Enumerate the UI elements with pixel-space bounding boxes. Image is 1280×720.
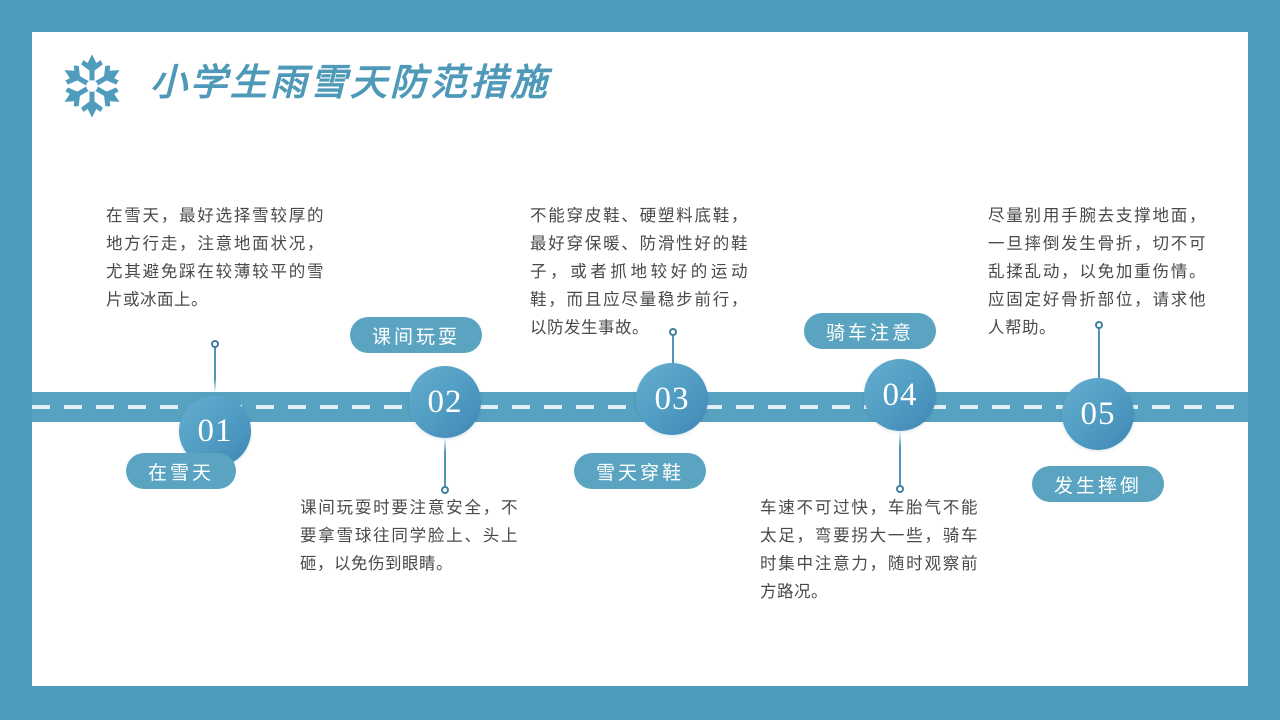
node-text-05: 尽量别用手腕去支撑地面，一旦摔倒发生骨折，切不可乱揉乱动，以免加重伤情。应固定好… <box>988 206 1206 337</box>
slide-header: 小学生雨雪天防范措施 <box>32 32 1248 136</box>
slide-canvas: 小学生雨雪天防范措施 在雪天，最好选择雪较厚的地方行走，注意地面状况，尤其避免踩… <box>32 32 1248 686</box>
node-pill-02[interactable]: 课间玩耍 <box>350 317 483 353</box>
node-number-04[interactable]: 04 <box>864 359 936 431</box>
node-pin-04 <box>896 431 904 493</box>
pin-dot <box>211 340 219 348</box>
node-pin-01 <box>211 340 219 392</box>
node-number-03[interactable]: 03 <box>636 363 708 435</box>
pin-stem <box>214 344 216 392</box>
node-number-05[interactable]: 05 <box>1062 378 1134 450</box>
pin-stem <box>1098 325 1100 409</box>
node-text-02: 课间玩耍时要注意安全，不要拿雪球往同学脸上、头上砸，以免伤到眼睛。 <box>300 498 518 573</box>
pin-dot <box>441 486 449 494</box>
node-text-03: 不能穿皮鞋、硬塑料底鞋，最好穿保暖、防滑性好的鞋子，或者抓地较好的运动鞋，而且应… <box>530 206 748 337</box>
snowflake-icon <box>56 50 128 122</box>
node-pill-04[interactable]: 骑车注意 <box>804 313 937 349</box>
node-text-01: 在雪天，最好选择雪较厚的地方行走，注意地面状况，尤其避免踩在较薄较平的雪片或冰面… <box>106 206 324 309</box>
node-pin-02 <box>441 438 449 494</box>
pin-dot <box>896 485 904 493</box>
node-number-02[interactable]: 02 <box>409 366 481 438</box>
node-text-04: 车速不可过快，车胎气不能太足，弯要拐大一些，骑车时集中注意力，随时观察前方路况。 <box>760 498 978 601</box>
pin-dot <box>669 328 677 336</box>
node-pill-01[interactable]: 在雪天 <box>126 453 237 489</box>
node-pin-05 <box>1095 321 1103 409</box>
node-pill-03[interactable]: 雪天穿鞋 <box>574 453 707 489</box>
pin-dot <box>1095 321 1103 329</box>
page-title: 小学生雨雪天防范措施 <box>150 63 550 104</box>
pin-stem <box>444 438 446 490</box>
node-pill-05[interactable]: 发生摔倒 <box>1032 466 1165 502</box>
pin-stem <box>899 431 901 489</box>
